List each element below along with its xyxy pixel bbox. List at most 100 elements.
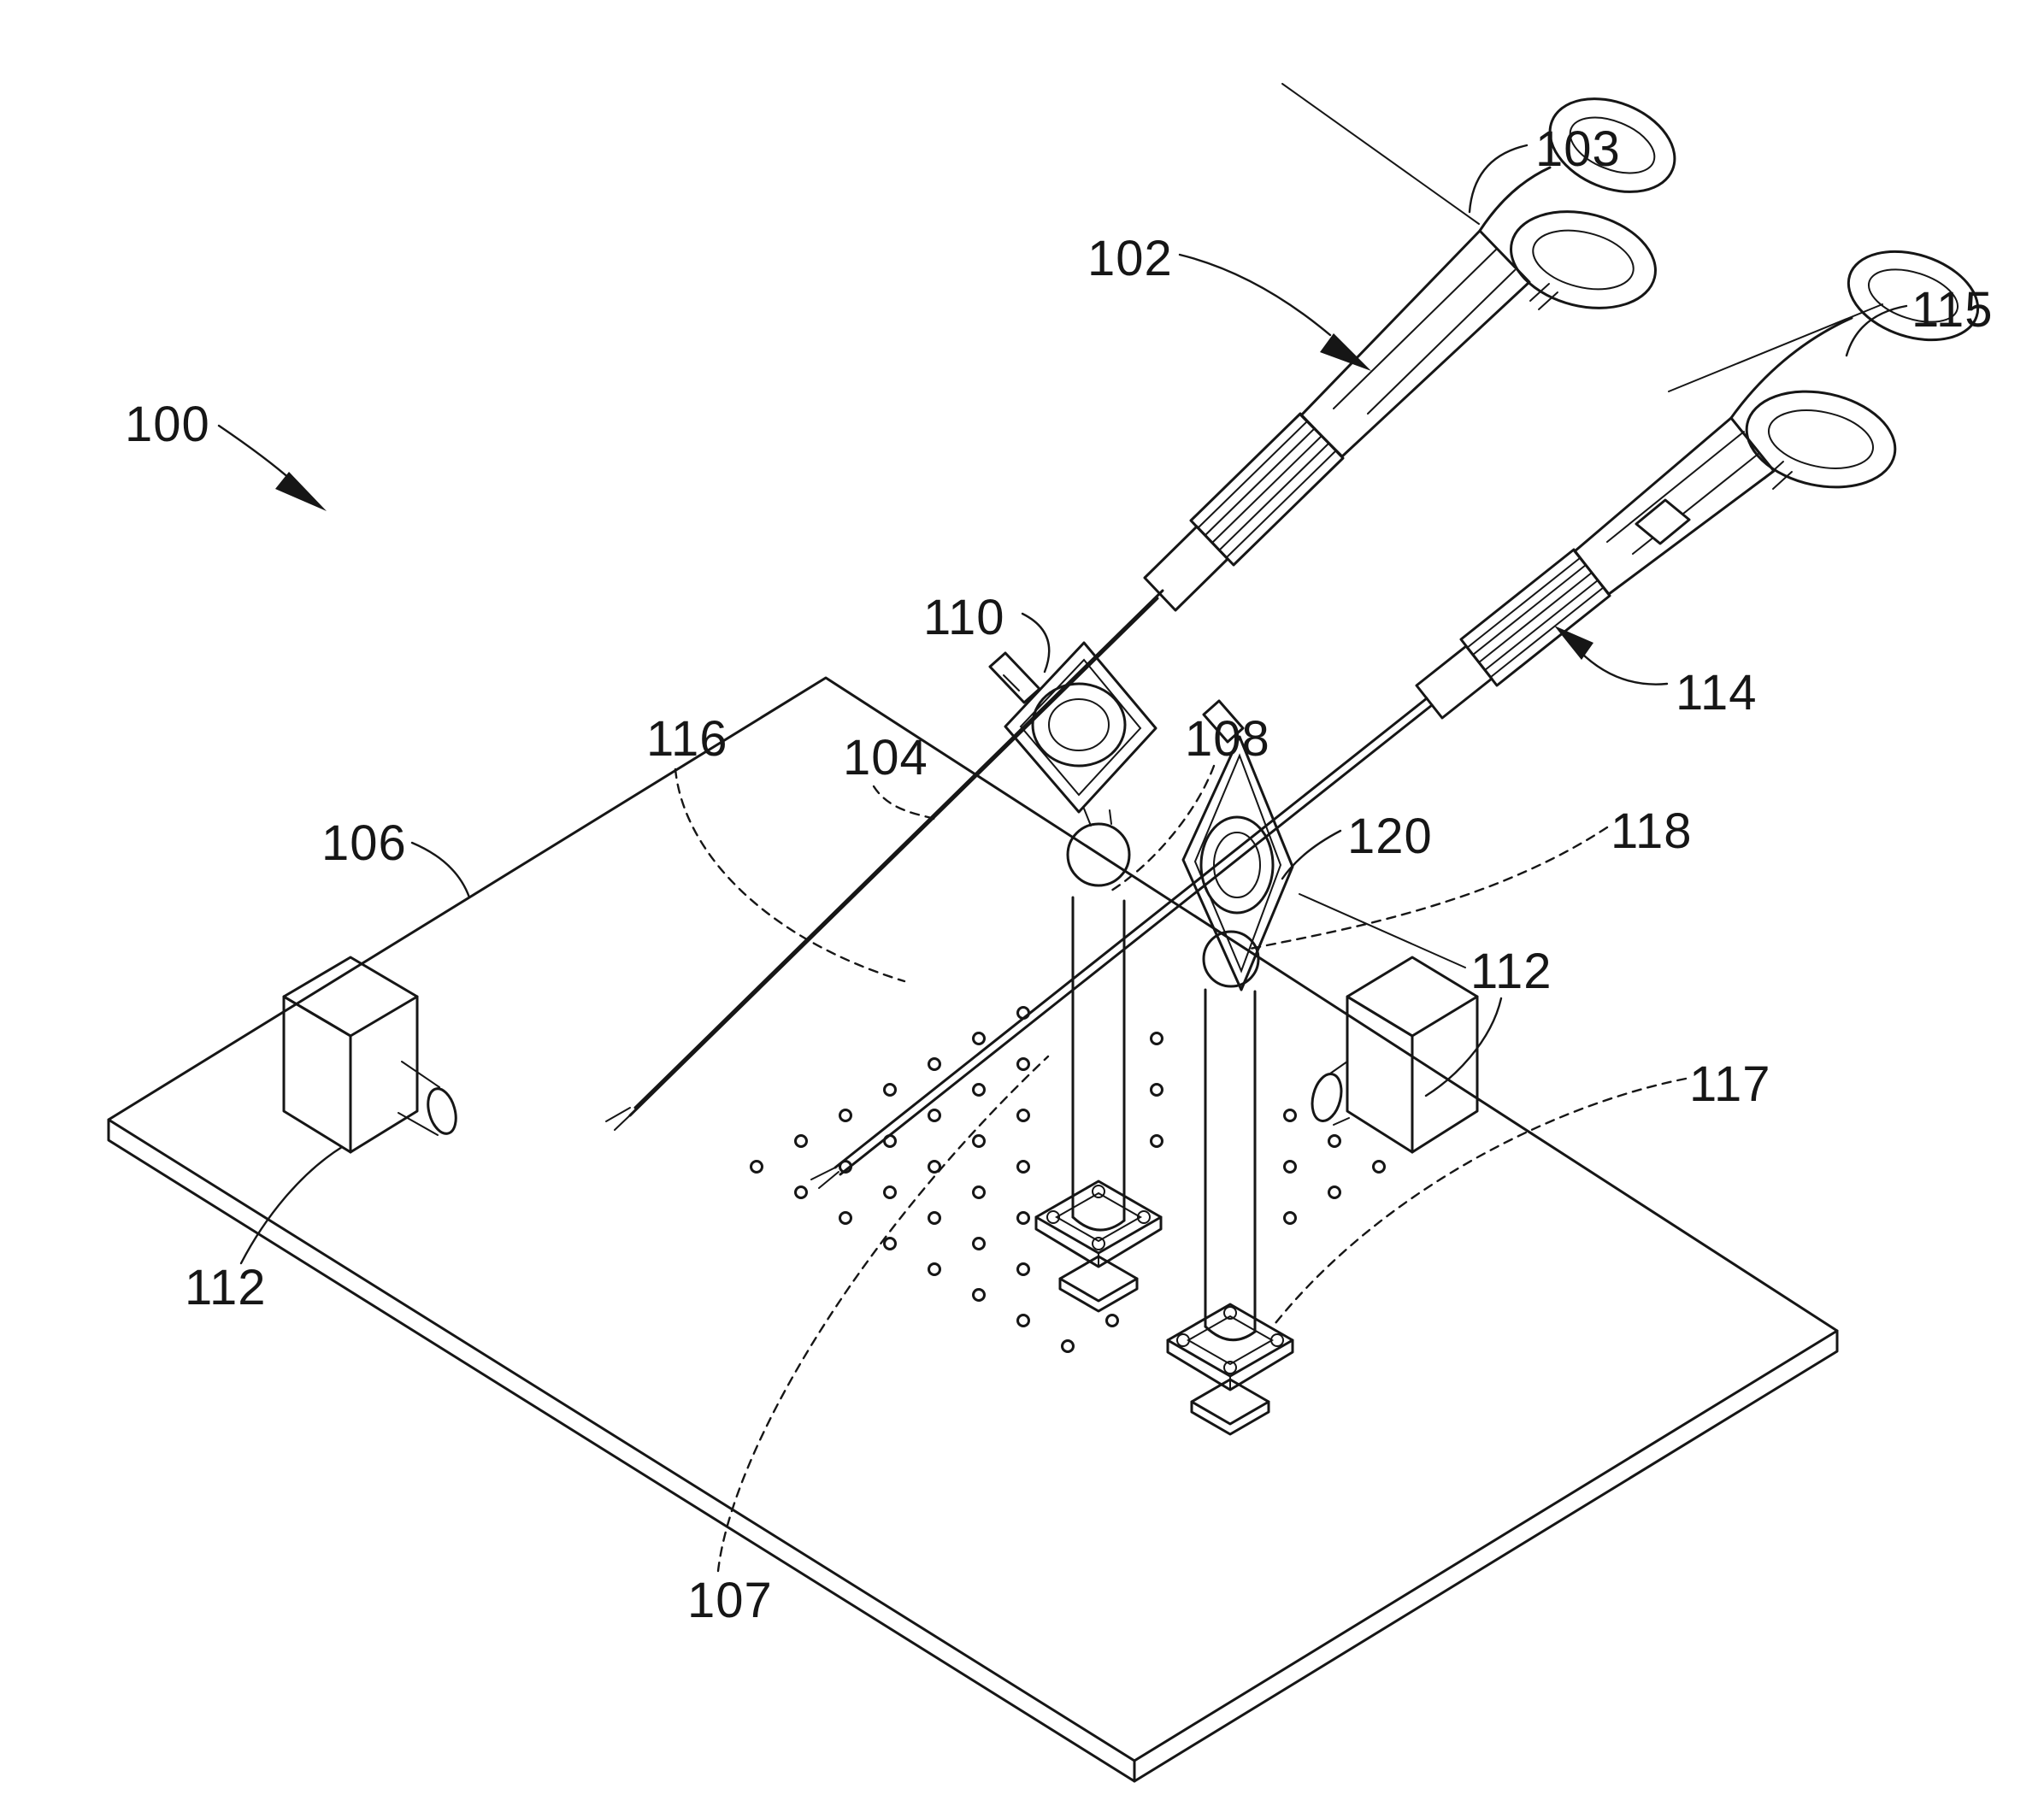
plate-hole bbox=[1150, 1032, 1163, 1045]
label-104: 104 bbox=[843, 730, 928, 785]
post-1-base-flange bbox=[1034, 1180, 1163, 1255]
label-106: 106 bbox=[321, 815, 407, 871]
leader-106 bbox=[410, 841, 471, 899]
post-2-bottom-curve bbox=[1204, 1325, 1257, 1342]
support-post-2 bbox=[1166, 988, 1294, 1436]
post-1-bolt-hole bbox=[1137, 1210, 1151, 1224]
arrowhead-102 bbox=[1320, 333, 1371, 371]
post-2-base-flange-inner bbox=[1186, 1315, 1275, 1366]
instrument-1-shaft bbox=[628, 589, 1164, 1117]
arrowhead-114 bbox=[1554, 626, 1593, 660]
gimbal-1-arm bbox=[988, 651, 1041, 704]
plate-hole bbox=[972, 1083, 986, 1097]
instrument-2-tip-jaws bbox=[810, 1167, 839, 1189]
instrument-2-lower-loop bbox=[1745, 390, 1897, 489]
instrument-2-barrel-slot bbox=[1635, 498, 1691, 545]
post-1-bolt-hole bbox=[1092, 1185, 1105, 1198]
post-2-pad-thickness bbox=[1190, 1400, 1270, 1436]
label-100: 100 bbox=[125, 397, 210, 452]
plate-hole bbox=[1328, 1185, 1341, 1199]
plate-hole bbox=[839, 1211, 852, 1225]
leader-110 bbox=[1021, 612, 1051, 674]
post-1-pad bbox=[1058, 1255, 1139, 1303]
plate-hole bbox=[972, 1185, 986, 1199]
plate-hole bbox=[928, 1057, 941, 1071]
plate-hole bbox=[1016, 1109, 1030, 1122]
label-108: 108 bbox=[1185, 711, 1270, 767]
camera-left-front-face bbox=[282, 995, 352, 1154]
plate-hole bbox=[972, 1134, 986, 1148]
gimbal-2-ball bbox=[1202, 930, 1260, 988]
label-114: 114 bbox=[1676, 665, 1757, 721]
label-110: 110 bbox=[923, 590, 1004, 645]
instrument-1-lower-loop bbox=[1510, 210, 1657, 309]
leader-103 bbox=[1468, 144, 1529, 214]
instrument-1-grip-ribs bbox=[1197, 421, 1337, 558]
plate-hole bbox=[1283, 1109, 1297, 1122]
label-118: 118 bbox=[1611, 803, 1692, 859]
plate-hole bbox=[972, 1032, 986, 1045]
reference-numerals: 100 102 103 115 114 110 116 104 108 120 … bbox=[125, 121, 1993, 1628]
instrument-1-lower-loop-inner bbox=[1532, 229, 1635, 291]
instrument-1-upper-loop bbox=[1548, 97, 1676, 193]
camera-left bbox=[282, 956, 457, 1154]
gimbal-mount-2 bbox=[1181, 699, 1294, 991]
plate-hole bbox=[839, 1109, 852, 1122]
instrument-2-collar bbox=[1415, 644, 1493, 720]
instrument-2-upper-loop-inner bbox=[1867, 268, 1959, 323]
insert-plate-edge bbox=[1299, 893, 1466, 968]
dot-grid bbox=[750, 1006, 1386, 1353]
plate-hole bbox=[1016, 1160, 1030, 1174]
post-1-base-flange-inner bbox=[1054, 1191, 1143, 1243]
instrument-2-lower-loop-inner bbox=[1767, 409, 1875, 469]
instrument-1-barrel-lines bbox=[1333, 249, 1516, 415]
gimbal-2-arm bbox=[1202, 699, 1245, 744]
plate-hole bbox=[1016, 1057, 1030, 1071]
plate-hole bbox=[883, 1083, 897, 1097]
leader-104 bbox=[872, 785, 936, 821]
post-2-bolt-hole bbox=[1223, 1361, 1237, 1374]
instrument-1 bbox=[605, 83, 1676, 1131]
instrument-1-stylet bbox=[1281, 83, 1480, 225]
post-2-bolt-hole bbox=[1176, 1333, 1190, 1347]
instrument-2-barrel-lines bbox=[1606, 431, 1760, 555]
instrument-1-tip-jaws bbox=[605, 1107, 634, 1131]
support-post-1 bbox=[1034, 896, 1163, 1313]
camera-right-top-face bbox=[1346, 956, 1479, 1038]
label-115: 115 bbox=[1911, 282, 1993, 338]
camera-right-lens-barrel bbox=[1329, 1061, 1350, 1126]
plate-hole bbox=[794, 1185, 808, 1199]
label-117: 117 bbox=[1689, 1056, 1770, 1112]
leader-112-right bbox=[1424, 997, 1503, 1097]
instrument-2-shaft bbox=[834, 697, 1434, 1176]
plate-hole bbox=[1372, 1160, 1386, 1174]
plate-hole bbox=[972, 1288, 986, 1302]
label-107: 107 bbox=[687, 1573, 773, 1628]
leader-120 bbox=[1281, 829, 1342, 880]
plate-hole bbox=[1150, 1134, 1163, 1148]
plate-hole bbox=[928, 1262, 941, 1276]
gimbal-1-plate-inner bbox=[1019, 658, 1142, 797]
instrument-1-upper-loop-inner bbox=[1569, 116, 1656, 174]
gimbal-2-plate-inner bbox=[1193, 753, 1282, 974]
post-2-bolt-hole bbox=[1270, 1333, 1284, 1347]
gimbal-1-ball bbox=[1066, 822, 1131, 887]
post-1-bottom-curve bbox=[1071, 1215, 1126, 1232]
plate-hole bbox=[1061, 1339, 1075, 1353]
camera-right-side-face bbox=[1411, 995, 1479, 1154]
post-1-bolt-hole bbox=[1092, 1237, 1105, 1250]
instrument-1-loop-break bbox=[1529, 283, 1558, 310]
post-2-bolt-hole bbox=[1223, 1306, 1237, 1320]
plate-hole bbox=[883, 1185, 897, 1199]
camera-right-lens bbox=[1311, 1073, 1343, 1122]
plate-hole bbox=[1105, 1314, 1119, 1327]
plate-hole bbox=[928, 1160, 941, 1174]
post-2-pad bbox=[1190, 1378, 1270, 1426]
label-116: 116 bbox=[646, 711, 727, 767]
plate-hole bbox=[1016, 1211, 1030, 1225]
label-120: 120 bbox=[1347, 809, 1433, 864]
gimbal-2-plate bbox=[1181, 735, 1294, 991]
post-1-bolt-hole bbox=[1046, 1210, 1060, 1224]
instrument-2 bbox=[810, 250, 1980, 1189]
